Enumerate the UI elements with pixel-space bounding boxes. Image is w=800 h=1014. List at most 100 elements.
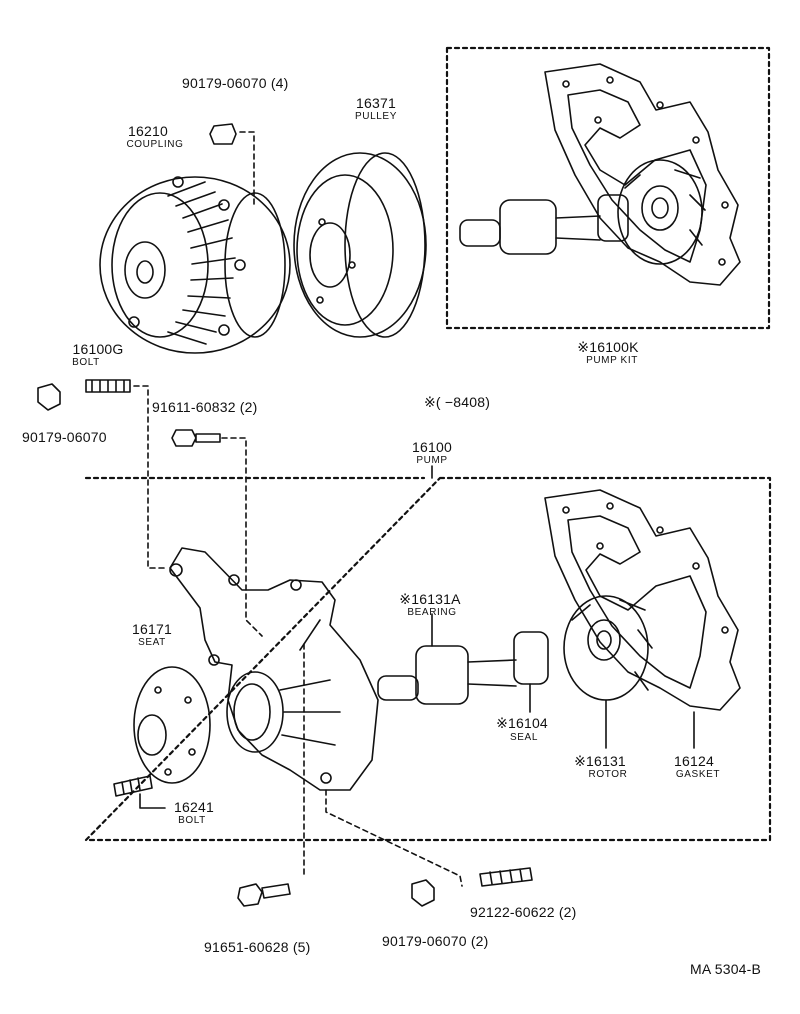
pump-box — [84, 476, 772, 842]
bearing-shaft — [467, 659, 517, 687]
kit-gasket-hole — [594, 116, 602, 124]
coupling-stud — [128, 316, 140, 328]
pump-bolt-hole — [228, 574, 240, 586]
seat-hole — [154, 686, 162, 694]
nut-bottom-number: 90179-06070 (2) — [382, 933, 489, 949]
pump-bolt-hole — [290, 579, 302, 591]
rotor-name: ROTOR — [588, 769, 628, 780]
coupling-stud — [172, 176, 184, 188]
seat-name: SEAT — [138, 637, 166, 648]
rotor-center — [596, 630, 612, 650]
coupling-stud — [218, 324, 230, 336]
kit-gasket-hole — [562, 80, 570, 88]
seat-boss — [137, 714, 167, 756]
gasket-inner — [567, 515, 707, 689]
gasket-hole — [721, 626, 729, 634]
coupling-hub-center — [136, 260, 154, 284]
seal-number: ※16104 — [496, 715, 548, 731]
bearing-shaft-end — [377, 675, 419, 701]
stud-92122-number: 92122-60622 (2) — [470, 904, 577, 920]
pulley-bolt-hole — [348, 261, 356, 269]
kit-bearing — [499, 199, 557, 255]
pump-bolt-hole — [320, 772, 332, 784]
gasket-hole — [656, 526, 664, 534]
pump-body — [169, 547, 379, 791]
seat-hole — [164, 768, 172, 776]
rotor-hub — [587, 619, 621, 661]
kit-gasket-hole — [656, 101, 664, 109]
bolt-16241-number: 16241 — [174, 799, 214, 815]
figure-code: MA 5304-B — [690, 961, 762, 977]
gasket-hole — [606, 502, 614, 510]
gasket-hole — [692, 562, 700, 570]
nut-top-leader — [239, 131, 255, 209]
date-range-note: ※( −8408) — [424, 394, 491, 410]
kit-rotor-hub — [641, 185, 679, 231]
pump-ribs — [279, 619, 341, 746]
bolt-91611 — [171, 429, 221, 447]
pump-number: 16100 — [412, 439, 452, 455]
kit-gasket-hole — [606, 76, 614, 84]
pulley-center-hole — [309, 222, 351, 288]
coupling-stud — [234, 259, 246, 271]
pulley-bolt-hole — [318, 218, 326, 226]
bolt-91651 — [237, 883, 291, 907]
kit-shaft-end — [459, 219, 501, 247]
pump-kit-name: PUMP KIT — [586, 355, 638, 366]
coupling-name: COUPLING — [126, 139, 184, 150]
coupling-front — [111, 192, 209, 338]
kit-rotor-center — [651, 197, 669, 219]
gasket-hole — [562, 506, 570, 514]
bolt-91651-number: 91651-60628 (5) — [204, 939, 311, 955]
nut-left — [37, 383, 61, 411]
pump-inlet — [226, 671, 284, 753]
bolt-91611-leader — [221, 437, 263, 637]
gasket-name: GASKET — [675, 769, 721, 780]
bolt-16241-name: BOLT — [178, 815, 206, 826]
pulley-face — [296, 174, 394, 326]
pulley-bolt-hole — [316, 296, 324, 304]
gasket — [544, 489, 741, 711]
pulley-name: PULLEY — [355, 111, 397, 122]
pulley-rim-back — [344, 152, 426, 338]
nut-top-number: 90179-06070 (4) — [182, 75, 289, 91]
kit-gasket-inner — [567, 89, 707, 263]
gasket-number: 16124 — [674, 753, 714, 769]
coupling-stud — [218, 199, 230, 211]
bolt-91611-number: 91611-60832 (2) — [152, 399, 258, 415]
rotor-vanes — [571, 599, 653, 691]
kit-gasket-hole — [718, 258, 726, 266]
pump-name: PUMP — [416, 455, 448, 466]
seat-hole — [184, 696, 192, 704]
bolt-16100g-number: 16100G — [72, 341, 124, 357]
bearing — [415, 645, 469, 705]
pump-kit-box — [445, 46, 771, 330]
pump-bolt-hole — [208, 654, 220, 666]
stud-92122 — [479, 867, 533, 887]
coupling-fins — [167, 181, 236, 345]
coupling-rear-flange — [224, 192, 286, 338]
kit-gasket-hole — [721, 201, 729, 209]
kit-rotor — [617, 159, 703, 265]
coupling-body — [99, 176, 291, 354]
stud-92122-leader — [325, 789, 463, 887]
pump-inlet-inner — [233, 683, 271, 741]
bearing-name: BEARING — [407, 607, 457, 618]
pulley-rim — [293, 152, 427, 338]
pump-kit-number: ※16100K — [577, 339, 639, 355]
stud-16100g — [85, 379, 131, 393]
seat-hole — [188, 748, 196, 756]
seal — [513, 631, 549, 685]
rotor-number: ※16131 — [574, 753, 626, 769]
kit-gasket — [544, 63, 741, 286]
nut-bottom — [411, 879, 435, 907]
seat — [133, 666, 211, 784]
nut-top — [209, 123, 237, 145]
bearing-number: ※16131A — [399, 591, 461, 607]
nut-left-number: 90179-06070 — [22, 429, 107, 445]
pulley-number: 16371 — [356, 95, 396, 111]
bolt-16241 — [113, 775, 153, 797]
gasket-hole — [596, 542, 604, 550]
kit-shaft — [555, 215, 601, 241]
